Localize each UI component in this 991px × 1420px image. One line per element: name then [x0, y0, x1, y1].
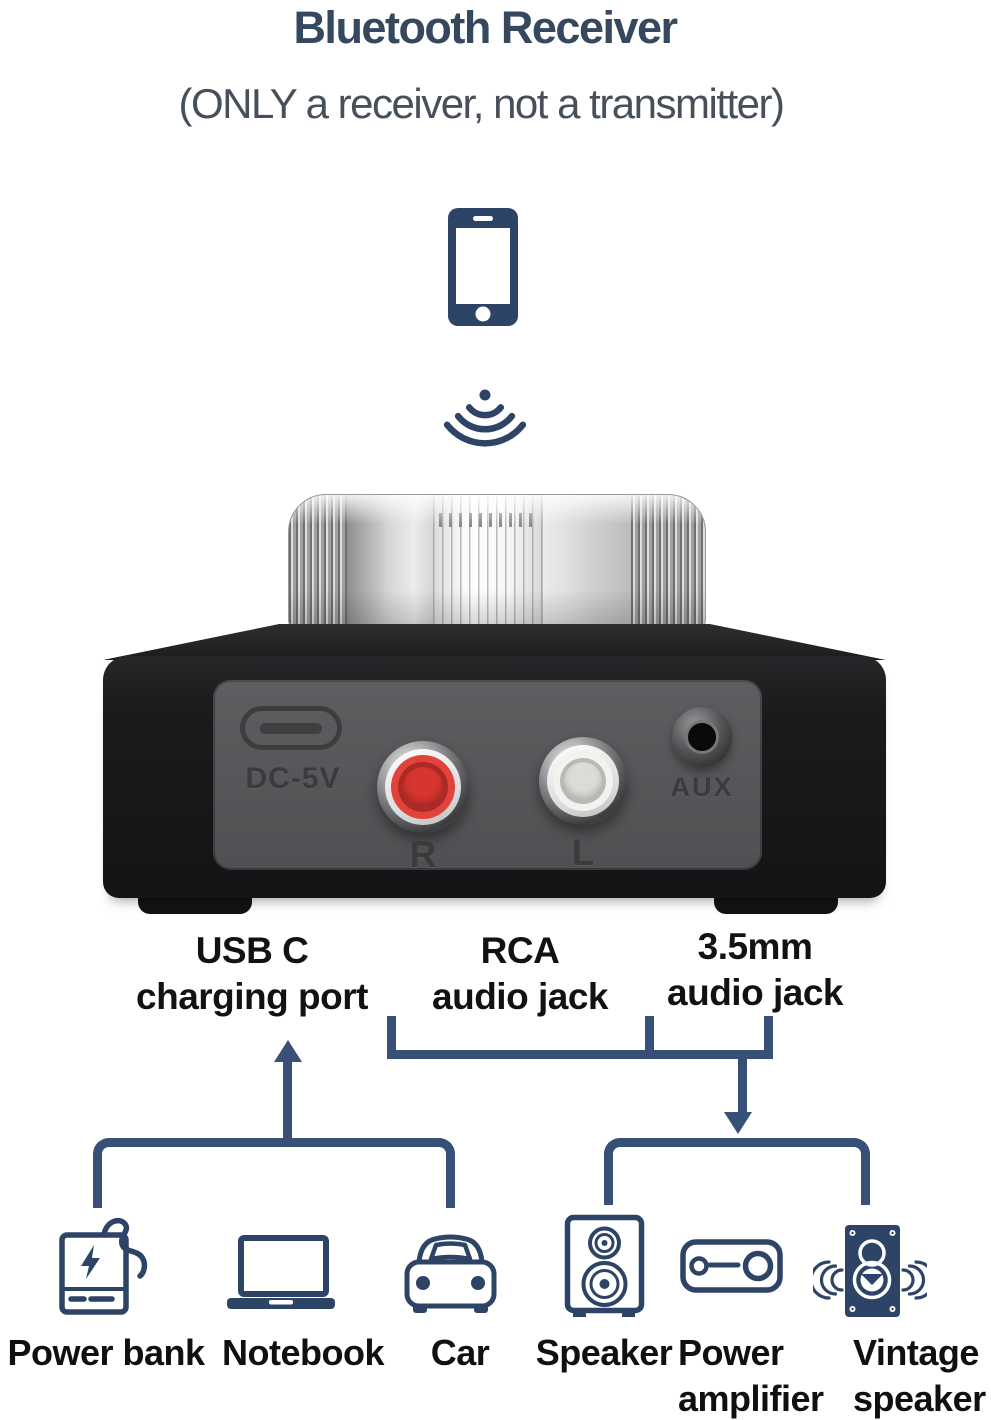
power-amplifier-label: Power amplifier: [678, 1330, 848, 1420]
aux-hole: [685, 720, 719, 754]
page-title: Bluetooth Receiver: [293, 2, 678, 53]
notebook-label: Notebook: [222, 1332, 385, 1373]
aux-jack: [672, 707, 732, 767]
down-arrowhead: [724, 1112, 752, 1134]
jack-connector-tick: [645, 1016, 654, 1056]
power-amplifier-label-line1: Power: [678, 1332, 784, 1373]
usb-c-callout: USB C charging port: [117, 928, 387, 1020]
jack-connector-right: [764, 1016, 773, 1056]
down-arrow-shaft: [738, 1055, 747, 1115]
right-jack-label: R: [409, 834, 437, 875]
device-top-lid: [103, 624, 886, 660]
sources-bracket: [93, 1138, 455, 1208]
aux-callout-line1: 3.5mm: [697, 926, 813, 967]
notebook-icon: [227, 1235, 335, 1309]
vintage-speaker-label-line2: speaker: [853, 1378, 986, 1419]
vintage-speaker-label-line1: Vintage: [853, 1332, 979, 1373]
up-arrowhead: [274, 1040, 302, 1062]
knob-sheen: [289, 495, 705, 629]
jack-connector-horizontal: [387, 1050, 773, 1059]
rca-jack-left: [539, 737, 627, 825]
power-bank-icon: [59, 1217, 148, 1315]
aux-callout-line2: audio jack: [667, 972, 843, 1013]
power-bank-label: Power bank: [7, 1332, 205, 1373]
power-amplifier-label-line2: amplifier: [678, 1378, 824, 1419]
power-amplifier-icon: [680, 1239, 783, 1293]
rca-callout: RCA audio jack: [405, 928, 635, 1020]
smartphone-icon: [448, 208, 518, 326]
jack-connector-left: [387, 1016, 396, 1056]
device-front-panel: [213, 680, 762, 870]
car-label: Car: [430, 1332, 490, 1373]
rca-callout-line1: RCA: [480, 930, 560, 971]
usb-c-slot: [260, 722, 322, 734]
up-arrow-shaft: [283, 1060, 292, 1142]
vintage-speaker-label: Vintage speaker: [853, 1330, 991, 1420]
aux-callout: 3.5mm audio jack: [640, 924, 870, 1016]
volume-knob: [288, 494, 706, 630]
usb-c-callout-line2: charging port: [136, 976, 368, 1017]
dc-5v-label: DC-5V: [245, 762, 341, 795]
outputs-bracket: [604, 1138, 870, 1205]
car-icon: [404, 1234, 497, 1313]
speaker-label: Speaker: [535, 1332, 673, 1373]
left-jack-label: L: [571, 832, 595, 873]
page-subtitle: (ONLY a receiver, not a transmitter): [178, 80, 785, 127]
vintage-speaker-icon: [813, 1225, 927, 1317]
usb-c-port: [240, 706, 342, 750]
usb-c-callout-line1: USB C: [195, 930, 309, 971]
speaker-icon: [564, 1214, 645, 1317]
rca-jack-right: [377, 741, 469, 833]
wireless-signal-icon: [443, 389, 527, 447]
aux-label: AUX: [670, 772, 734, 802]
rca-callout-line2: audio jack: [432, 976, 608, 1017]
